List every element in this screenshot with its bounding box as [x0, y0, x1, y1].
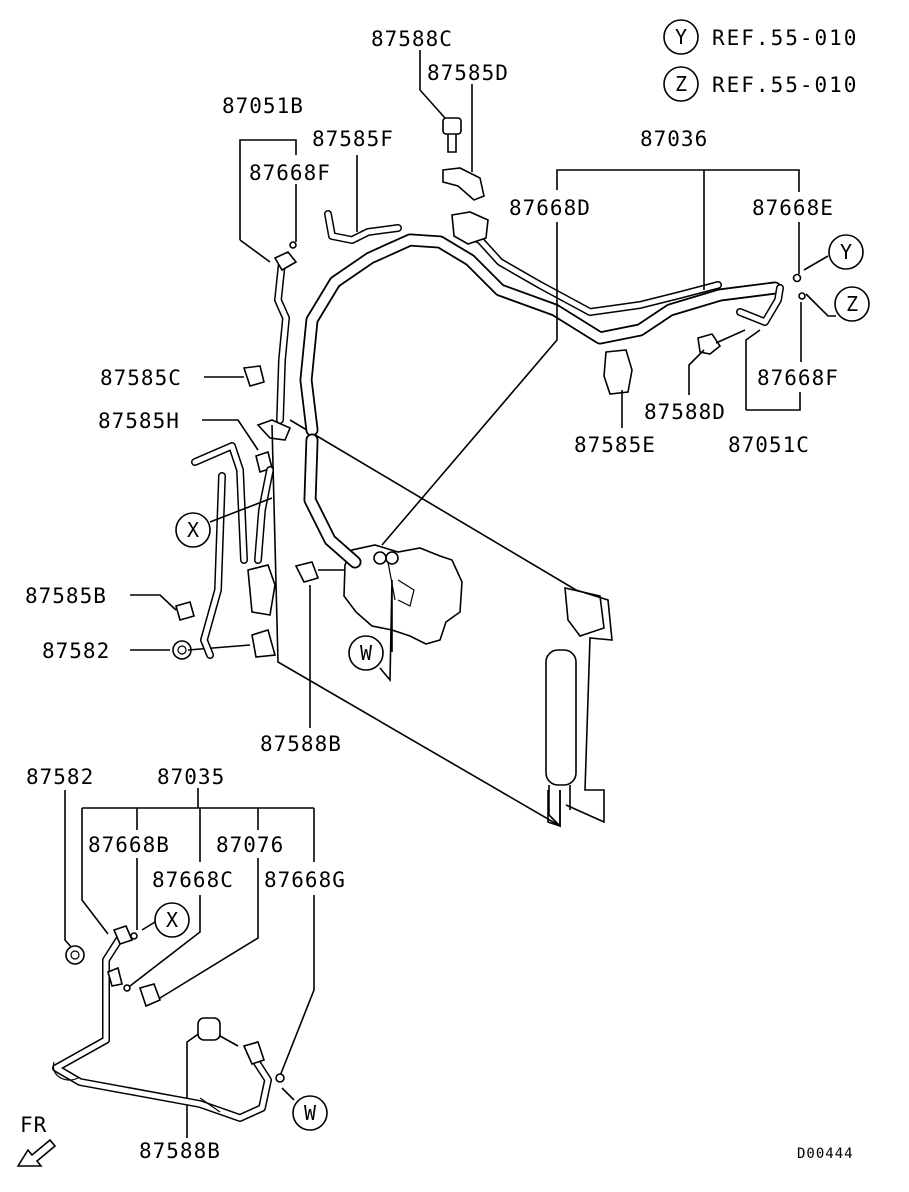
bolt-87588c	[442, 117, 462, 135]
compressor-port-2	[385, 551, 399, 565]
fr-arrow-icon	[16, 1138, 57, 1167]
fr-label: FR	[20, 1113, 47, 1137]
clip-87585c	[242, 365, 265, 387]
oring-87668f-right	[798, 292, 806, 300]
receiver-drier	[545, 649, 577, 786]
ref-y-circle	[663, 19, 699, 55]
label-87668d: 87668D	[509, 196, 591, 220]
condenser-top-bracket	[256, 419, 292, 441]
label-87076: 87076	[216, 833, 284, 857]
front-direction: FR	[16, 1113, 57, 1167]
compressor-port-1	[373, 551, 387, 565]
connector-x-letter-lower: X	[166, 908, 178, 932]
receiver-top	[564, 586, 605, 637]
reference-z: Z REF.55-010	[663, 66, 858, 102]
condenser-low-bracket	[251, 628, 277, 658]
diagram-code: D00444	[797, 1146, 854, 1162]
ref-z-text: REF.55-010	[712, 73, 858, 97]
label-87668f-top: 87668F	[249, 161, 331, 185]
compressor	[343, 544, 463, 645]
connector-y-letter: Y	[840, 240, 852, 264]
oring-87668b	[130, 932, 138, 940]
label-87668e: 87668E	[752, 196, 834, 220]
bolt-87588b-lower	[197, 1017, 221, 1041]
connector-z-circle	[834, 286, 870, 322]
fitting-w	[242, 1041, 266, 1065]
condenser-mid-bracket	[247, 564, 276, 616]
condenser	[247, 419, 613, 828]
connector-w-circle-lower	[292, 1095, 328, 1131]
label-87036: 87036	[640, 127, 708, 151]
label-87668f-right: 87668F	[757, 366, 839, 390]
nut-87582-lower	[65, 945, 85, 965]
connector-z-letter: Z	[846, 292, 858, 316]
left-pipe-assembly	[191, 442, 274, 659]
connector-w-circle-upper	[348, 635, 384, 671]
label-87051b: 87051B	[222, 94, 304, 118]
connector-x-circle-lower	[154, 902, 190, 938]
fitting-87076-end	[138, 983, 162, 1008]
fitting-top	[451, 211, 489, 245]
oring-87668g	[275, 1073, 285, 1083]
oring-87668c	[123, 984, 131, 992]
oring-87668f-top	[289, 241, 297, 249]
connector-w-letter-upper: W	[360, 641, 373, 665]
connector-x-letter-upper: X	[187, 518, 199, 542]
leader-lines-upper	[130, 50, 836, 728]
bolt-87588b-upper	[294, 561, 320, 583]
label-87588c: 87588C	[371, 27, 453, 51]
label-87585d: 87585D	[427, 61, 509, 85]
ref-y-text: REF.55-010	[712, 26, 858, 50]
label-87585c: 87585C	[100, 366, 182, 390]
label-87588d: 87588D	[644, 400, 726, 424]
label-87588b-upper: 87588B	[260, 732, 342, 756]
compressor-body	[343, 544, 463, 645]
lower-assembly: X W 87582 87035 87668B 87076 87668C 8766…	[26, 765, 346, 1163]
ref-z-letter: Z	[675, 72, 687, 96]
clip-87585b	[175, 601, 195, 621]
label-87582-upper: 87582	[42, 639, 110, 663]
clamp-87585d	[442, 167, 485, 201]
receiver-bottom	[548, 785, 571, 827]
label-87585h: 87585H	[98, 409, 180, 433]
clamp-87585e	[603, 349, 633, 395]
pipe-87035	[52, 934, 272, 1122]
label-87585b: 87585B	[25, 584, 107, 608]
connector-circles-upper: Y Z X W	[175, 234, 870, 671]
label-87668c: 87668C	[152, 868, 234, 892]
fitting-87051b	[273, 251, 298, 272]
labels-upper: 87588C 87585D 87051B 87585F 87036 87668F…	[25, 27, 839, 756]
connector-x-circle-upper	[175, 512, 211, 548]
label-87668g: 87668G	[264, 868, 346, 892]
upper-pipes	[274, 210, 784, 569]
pipe-parallel	[456, 228, 722, 316]
oring-87668e	[792, 273, 802, 283]
label-87582-lower: 87582	[26, 765, 94, 789]
label-87585e: 87585E	[574, 433, 656, 457]
label-87585f: 87585F	[312, 127, 394, 151]
reference-y: Y REF.55-010	[663, 19, 858, 55]
ref-z-circle	[663, 66, 699, 102]
label-87668b: 87668B	[88, 833, 170, 857]
fitting-87076	[107, 966, 123, 987]
connector-y-circle	[828, 234, 864, 270]
upper-small-parts	[172, 117, 806, 660]
ref-y-letter: Y	[675, 25, 687, 49]
condenser-foot	[547, 790, 561, 828]
label-87035: 87035	[157, 765, 225, 789]
label-87051c: 87051C	[728, 433, 810, 457]
label-87588b-lower: 87588B	[139, 1139, 221, 1163]
bolt-87588d	[697, 333, 722, 355]
connector-w-letter-lower: W	[304, 1101, 317, 1125]
fitting-87035-top	[112, 925, 134, 945]
